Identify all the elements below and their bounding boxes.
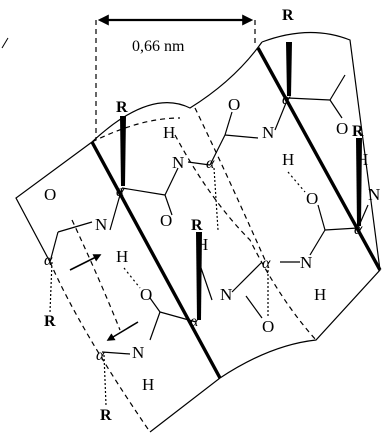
oxygen-label: O [140, 285, 152, 304]
r-group-label: R [100, 407, 112, 424]
alpha-carbon-label: α [190, 313, 199, 330]
r-group-label: R [116, 99, 128, 116]
r-group-label: R [282, 7, 294, 24]
oxygen-label: O [228, 95, 240, 114]
nitrogen-label: N [262, 123, 274, 142]
hydrogen-label: H [314, 285, 326, 304]
alpha-carbon-label: α [262, 255, 271, 272]
alpha-carbon-label: α [206, 155, 215, 172]
nitrogen-label: N [172, 153, 184, 172]
nitrogen-label: N [300, 253, 312, 272]
bold-strands [90, 47, 382, 379]
hydrogen-label: H [356, 150, 368, 169]
r-group-label: R [352, 123, 364, 140]
hydrogen-label: H [142, 375, 154, 394]
nitrogen-label: N [368, 185, 380, 204]
oxygen-label: O [262, 317, 274, 336]
hydrogen-label: H [116, 247, 128, 266]
wedge-bonds [120, 42, 362, 320]
atom-labels: R R R R R R N N N N N N N H H H H H H H … [44, 7, 380, 424]
alpha-carbon-label: α [354, 221, 363, 238]
alpha-carbon-label: α [116, 183, 125, 200]
r-group-label: R [44, 313, 56, 330]
alpha-carbon-label: α [96, 347, 105, 364]
nitrogen-label: N [220, 285, 232, 304]
arrow-indicator [69, 254, 102, 271]
alpha-carbon-label: α [44, 252, 53, 269]
hydrogen-label: H [282, 150, 294, 169]
backbone-bonds [49, 74, 369, 355]
dimension-indicator: 0,66 nm [95, 14, 256, 140]
oxygen-label: O [44, 185, 56, 204]
nitrogen-label: N [95, 215, 107, 234]
alpha-carbon-label: α [282, 91, 291, 108]
oxygen-label: O [336, 119, 348, 138]
hydrogen-label: H [163, 123, 175, 142]
helix-frame [15, 31, 381, 433]
hydrogen-bonds [123, 171, 306, 289]
dimension-label: 0,66 nm [132, 38, 185, 55]
edge-mark [1, 37, 9, 49]
arrow-indicator [106, 321, 139, 341]
oxygen-label: O [306, 189, 318, 208]
oxygen-label: O [160, 211, 172, 230]
r-group-label: R [191, 217, 203, 234]
nitrogen-label: N [132, 343, 144, 362]
hashed-bonds [49, 167, 269, 406]
hydrogen-label: H [196, 235, 208, 254]
